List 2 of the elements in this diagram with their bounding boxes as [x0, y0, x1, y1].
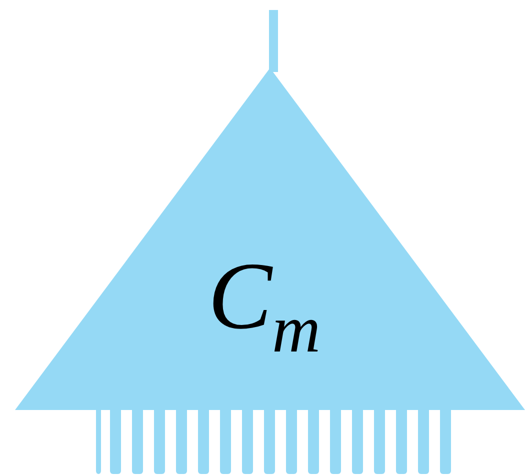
node-label: C$_{m}$ — [208, 248, 321, 363]
triangle-shape — [15, 68, 525, 410]
